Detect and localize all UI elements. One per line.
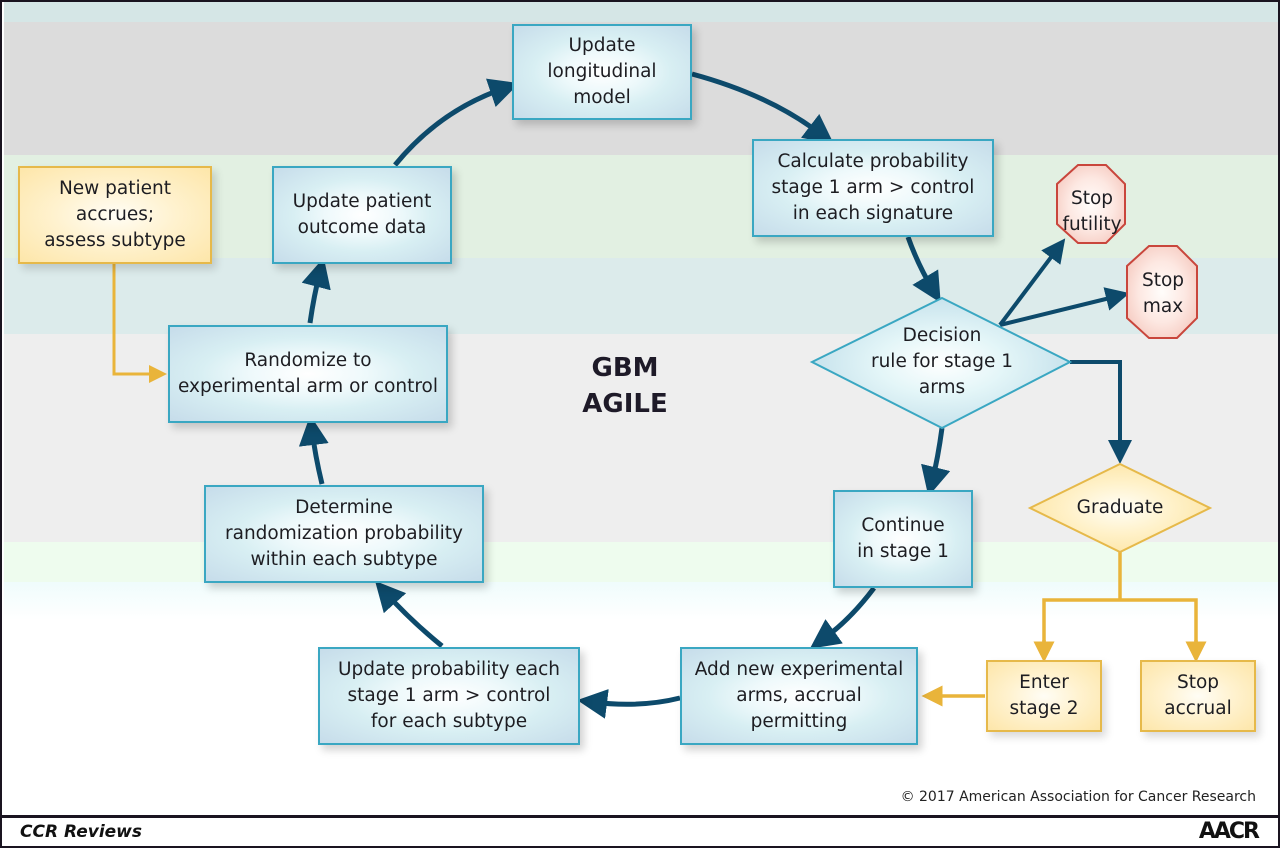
- arrow-outcome-to-longitudinal: [393, 78, 520, 167]
- journal-name: CCR Reviews: [20, 822, 142, 842]
- arrow-continue-to-addarms: [809, 586, 876, 649]
- node-label: Randomize to experimental arm or control: [177, 350, 439, 397]
- node-label: Stop accrual: [1164, 672, 1232, 719]
- node-update-probability-subtype: Update probability each stage 1 arm > co…: [318, 647, 580, 745]
- decision-diamond: [809, 296, 1073, 430]
- node-add-new-arms: Add new experimental arms, accrual permi…: [680, 647, 918, 745]
- arrow-addarms-to-updateprob: [577, 688, 681, 719]
- stop-max-label: Stop max: [1141, 270, 1185, 317]
- node-label: Enter stage 2: [1009, 672, 1079, 719]
- diagram-title: GBM AGILE: [582, 353, 668, 419]
- arrow-newpatient-to-randomize: [112, 264, 167, 383]
- arrow-calculate-to-decision: [905, 236, 941, 303]
- footer-divider: [0, 815, 1280, 818]
- arrow-longitudinal-to-calculate: [691, 71, 834, 145]
- arrow-decision-to-graduate: [1070, 360, 1132, 464]
- node-label: Calculate probability stage 1 arm > cont…: [771, 151, 975, 224]
- node-randomize: Randomize to experimental arm or control: [168, 325, 448, 423]
- arrow-decision-to-max: [999, 287, 1130, 327]
- arrow-determine-to-randomize: [298, 415, 329, 485]
- arrow-updateprob-to-determine: [375, 580, 444, 648]
- decision-rule-label: Decision rule for stage 1 arms: [870, 325, 1014, 398]
- node-label: New patient accrues; assess subtype: [44, 178, 186, 251]
- copyright-notice: © 2017 American Association for Cancer R…: [900, 789, 1256, 805]
- node-calculate-probability: Calculate probability stage 1 arm > cont…: [752, 139, 994, 237]
- arrow-decision-to-futility: [998, 238, 1066, 327]
- publisher-logo: AACR: [1198, 819, 1260, 844]
- band-blue: [4, 258, 1278, 334]
- node-determine-randomization: Determine randomization probability with…: [204, 485, 484, 583]
- node-new-patient: New patient accrues; assess subtype: [18, 166, 212, 264]
- arrow-randomize-to-outcome: [301, 257, 331, 324]
- node-label: Add new experimental arms, accrual permi…: [694, 659, 904, 732]
- arrow-graduate-branch: [1042, 552, 1198, 650]
- node-label: Update patient outcome data: [292, 191, 432, 238]
- node-continue-stage1: Continue in stage 1: [833, 490, 973, 588]
- stop-futility-label: Stop futility: [1062, 188, 1122, 235]
- node-enter-stage2: Enter stage 2: [986, 660, 1102, 732]
- node-update-longitudinal-model: Update longitudinal model: [512, 24, 692, 120]
- graduate-diamond: [1027, 462, 1213, 554]
- node-label: Update probability each stage 1 arm > co…: [337, 659, 561, 732]
- stop-max-octagon: [1126, 245, 1198, 339]
- graduate-label: Graduate: [1076, 497, 1164, 518]
- node-stop-accrual: Stop accrual: [1140, 660, 1256, 732]
- node-label: Determine randomization probability with…: [225, 497, 463, 570]
- node-label: Continue in stage 1: [857, 515, 949, 562]
- arrow-decision-to-continue: [921, 427, 951, 497]
- node-label: Update longitudinal model: [547, 35, 657, 108]
- band-top: [4, 2, 1278, 22]
- stop-futility-octagon: [1056, 164, 1126, 244]
- node-update-patient-outcome: Update patient outcome data: [272, 166, 452, 264]
